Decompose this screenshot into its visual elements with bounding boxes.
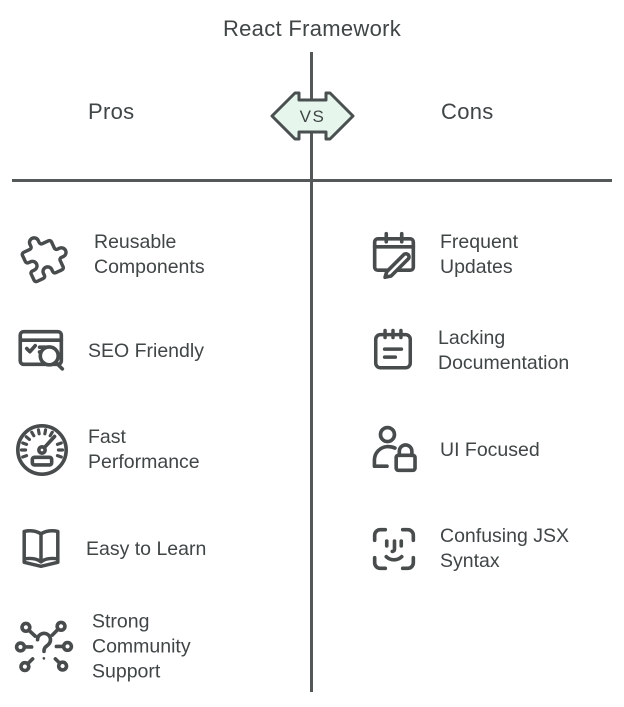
face-scan-icon xyxy=(365,520,423,578)
vertical-divider xyxy=(310,52,313,692)
pros-column-header: Pros xyxy=(88,99,135,124)
puzzle-icon xyxy=(13,223,77,287)
horizontal-divider xyxy=(12,179,612,182)
calendar-pencil-icon xyxy=(365,226,423,284)
con-item-confusing-jsx-syntax: Confusing JSX Syntax xyxy=(365,520,569,578)
vs-badge: VS xyxy=(270,91,355,141)
page-title: React Framework xyxy=(222,16,402,41)
user-lock-icon xyxy=(365,421,423,479)
community-network-icon xyxy=(13,616,75,678)
item-label: UI Focused xyxy=(440,438,540,461)
con-item-ui-focused: UI Focused xyxy=(365,421,540,479)
con-item-lacking-documentation: Lacking Documentation xyxy=(365,323,569,379)
con-item-frequent-updates: Frequent Updates xyxy=(365,226,518,284)
item-label: Frequent Updates xyxy=(440,231,519,278)
cons-column-header: Cons xyxy=(441,99,494,124)
notepad-icon xyxy=(365,323,421,379)
item-label: Fast Performance xyxy=(88,426,200,473)
item-label: Confusing JSX Syntax xyxy=(440,525,569,572)
item-label: SEO Friendly xyxy=(88,339,204,362)
pro-item-easy-to-learn: Easy to Learn xyxy=(13,521,206,577)
speedometer-icon xyxy=(13,421,71,479)
item-label: Lacking Documentation xyxy=(438,327,570,374)
item-label: Reusable Components xyxy=(94,231,205,278)
pro-item-strong-community-support: Strong Community Support xyxy=(13,610,191,685)
open-book-icon xyxy=(13,521,69,577)
item-label: Strong Community Support xyxy=(92,610,191,683)
pro-item-fast-performance: Fast Performance xyxy=(13,421,200,479)
pro-item-reusable-components: Reusable Components xyxy=(13,223,205,287)
pro-item-seo-friendly: SEO Friendly xyxy=(13,322,204,380)
item-label: Easy to Learn xyxy=(86,537,207,560)
seo-search-icon xyxy=(13,322,71,380)
vs-badge-label: VS xyxy=(300,107,326,126)
